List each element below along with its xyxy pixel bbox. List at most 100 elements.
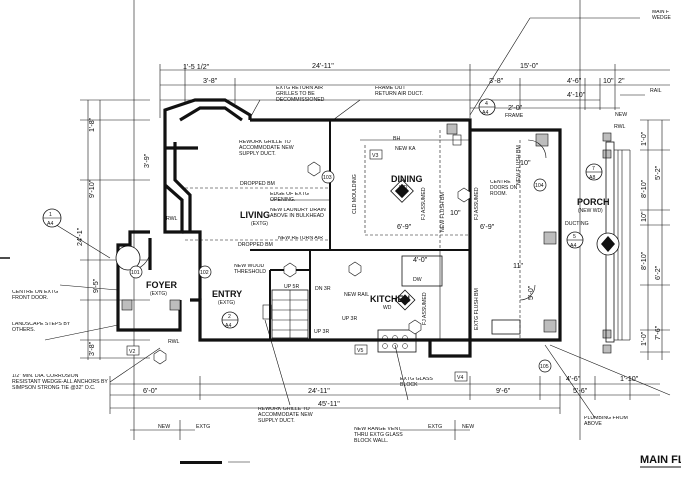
svg-text:102: 102 — [200, 270, 209, 276]
dim-top-r3: 10" — [603, 76, 614, 85]
note-dn-3r: DN 3R — [315, 286, 331, 292]
note-main-fl-right: MAIN F WEDGE — [652, 10, 671, 21]
dim-left-b: 3'-9" — [142, 153, 151, 168]
section-bubble-2[interactable]: 2 A4 — [221, 311, 239, 329]
right-dimensions: 1'-0" 8'-10" 10" 8'-10" 5'-2" 1'-0" 6'-2… — [639, 119, 670, 360]
dim-right-d: 8'-10" — [639, 251, 648, 270]
section-markers — [130, 420, 470, 464]
hexagon-markers — [153, 161, 471, 365]
svg-text:A8: A8 — [589, 175, 595, 181]
tag-v4[interactable]: V4 — [454, 371, 468, 382]
note-new3: NEW — [615, 112, 627, 118]
room-label-entry: ENTRY — [212, 289, 242, 299]
dim-right-f: 1'-0" — [639, 331, 648, 346]
dim-left-c: 9'-10" — [87, 179, 96, 198]
dim-top-r6: 2'-0" — [508, 103, 523, 112]
tag-v2[interactable]: V2 — [126, 345, 140, 356]
note-new: NEW — [158, 424, 170, 430]
dim-bot-total: 45'-11" — [318, 399, 340, 408]
note-extg-glass-block: EXTG GLASS BLOCK — [400, 377, 433, 388]
svg-text:4: 4 — [485, 101, 488, 107]
left-dimensions: 1'-8" 3'-9" 9'-10" 24'-1" 9'-5" 3'-8" — [75, 99, 151, 360]
dim-kitchen-4: 4'-0" — [413, 255, 428, 264]
note-fj-assumed-3: FJ ASSUMED — [422, 292, 428, 325]
note-rwl-a: RWL — [166, 216, 178, 222]
dim-top-right: 15'-0" — [520, 61, 539, 70]
room-sub-entry: (EXTG) — [218, 300, 235, 306]
note-up-3r-b: UP 3R — [342, 316, 357, 322]
tag-103[interactable]: 103 — [321, 170, 335, 184]
note-dropped-bm-1: DROPPED BM — [240, 181, 275, 187]
note-rework-grille-top: REWORK GRILLE TO ACCOMMODATE NEW SUPPLY … — [239, 140, 294, 157]
section-bubble-5[interactable]: 5 A4 — [566, 231, 584, 249]
dim-bot-c: 9'-6" — [496, 386, 511, 395]
note-fj-assumed-2: FJ ASSUMED — [474, 187, 480, 220]
svg-text:A4: A4 — [47, 221, 53, 227]
dim-top-a: 1'-5 1/2" — [183, 62, 210, 71]
dim-left-a: 1'-8" — [87, 117, 96, 132]
room-sub-dining: WD — [399, 185, 408, 191]
svg-text:V2: V2 — [129, 349, 135, 355]
tag-v5[interactable]: V5 — [354, 344, 368, 355]
tag-101[interactable]: 101 — [129, 265, 143, 279]
room-label-dining: DINING — [391, 174, 423, 184]
svg-text:7: 7 — [592, 166, 595, 172]
note-cld-moulding: CLD MOULDING — [352, 174, 358, 214]
dim-right-g: 6'-2" — [653, 265, 662, 280]
dim-dining-b: 6'-9" — [480, 222, 495, 231]
section-bubble-1[interactable]: 1 A4 — [42, 208, 62, 228]
note-plumbing-from-above: PLUMBING FROM ABOVE — [584, 416, 628, 427]
svg-text:5: 5 — [573, 234, 576, 240]
dim-bot-f: 1'-10" — [620, 374, 639, 383]
note-new-flush-bm-2: NEW FLUSH BM — [516, 145, 522, 185]
note-extg2: EXTG — [428, 424, 442, 430]
note-fj-assumed-1: FJ ASSUMED — [421, 187, 427, 220]
note-new-range: NEW RANGE VENT THRU EXTG GLASS BLOCK WAL… — [354, 427, 403, 444]
dim-bot-e: 4'-6" — [566, 374, 581, 383]
note-new2: NEW — [462, 424, 474, 430]
room-label-foyer: FOYER — [146, 280, 178, 290]
kitchen-fixtures — [377, 250, 521, 353]
dim-left-e: 9'-5" — [91, 278, 100, 293]
bottom-dimensions: 6'-0" 24'-11" 9'-6" 5'-6" 4'-6" 1'-10" 4… — [109, 374, 660, 414]
stairs — [262, 289, 309, 339]
svg-text:V4: V4 — [457, 375, 463, 381]
dim-bot-b: 24'-11" — [308, 386, 330, 395]
dim-right-b: 8'-10" — [639, 179, 648, 198]
svg-text:A4: A4 — [570, 243, 576, 249]
note-new-return-air: NEW RETURN AIR — [278, 236, 323, 241]
svg-text:104: 104 — [535, 183, 544, 189]
note-rail: RAIL — [650, 88, 662, 94]
dim-bot-d: 5'-6" — [573, 386, 588, 395]
room-sub-porch: (NEW WD) — [578, 208, 603, 214]
dim-in-11: 11" — [513, 261, 523, 270]
svg-text:1: 1 — [49, 212, 52, 218]
dim-right-c: 10" — [639, 211, 648, 222]
section-bubble-4[interactable]: 4 A4 — [478, 98, 496, 116]
dim-top-r4: 2" — [618, 76, 625, 85]
dim-top-r2: 4'-6" — [567, 76, 582, 85]
note-frame: FRAME — [505, 113, 524, 119]
dim-right-h: 7'-6" — [653, 325, 662, 340]
tag-v3[interactable]: V3 — [369, 149, 383, 160]
room-label-living: LIVING — [240, 210, 270, 220]
elevation-marker-left[interactable] — [115, 245, 141, 271]
note-new-flush-bm-1: NEW FLUSH BM — [440, 192, 446, 232]
dim-right-a: 1'-0" — [639, 131, 648, 146]
tag-104[interactable]: 104 — [533, 178, 547, 192]
dim-left-f: 3'-8" — [87, 341, 96, 356]
room-sub-kitchen: WD — [383, 305, 392, 311]
tag-105[interactable]: 105 — [538, 359, 552, 373]
dim-top-total: 24'-11" — [312, 61, 334, 70]
section-bubble-7[interactable]: 7 A8 — [585, 163, 603, 181]
note-rwl-b: RWL — [168, 339, 180, 345]
tag-102[interactable]: 102 — [198, 265, 212, 279]
note-centre-doors: CENTRE DOORS ON ROOM. — [490, 180, 517, 196]
note-new-rail: NEW RAIL — [344, 292, 369, 298]
elevation-marker-right[interactable] — [596, 232, 620, 256]
note-dropped-bm-2: DROPPED BM — [238, 242, 273, 248]
note-rework-grille-bottom: REWORK GRILLE TO ACCOMMODATE NEW SUPPLY … — [258, 407, 313, 424]
note-rwl-c: RWL — [614, 124, 626, 130]
note-new-ka: NEW KA — [395, 146, 416, 152]
